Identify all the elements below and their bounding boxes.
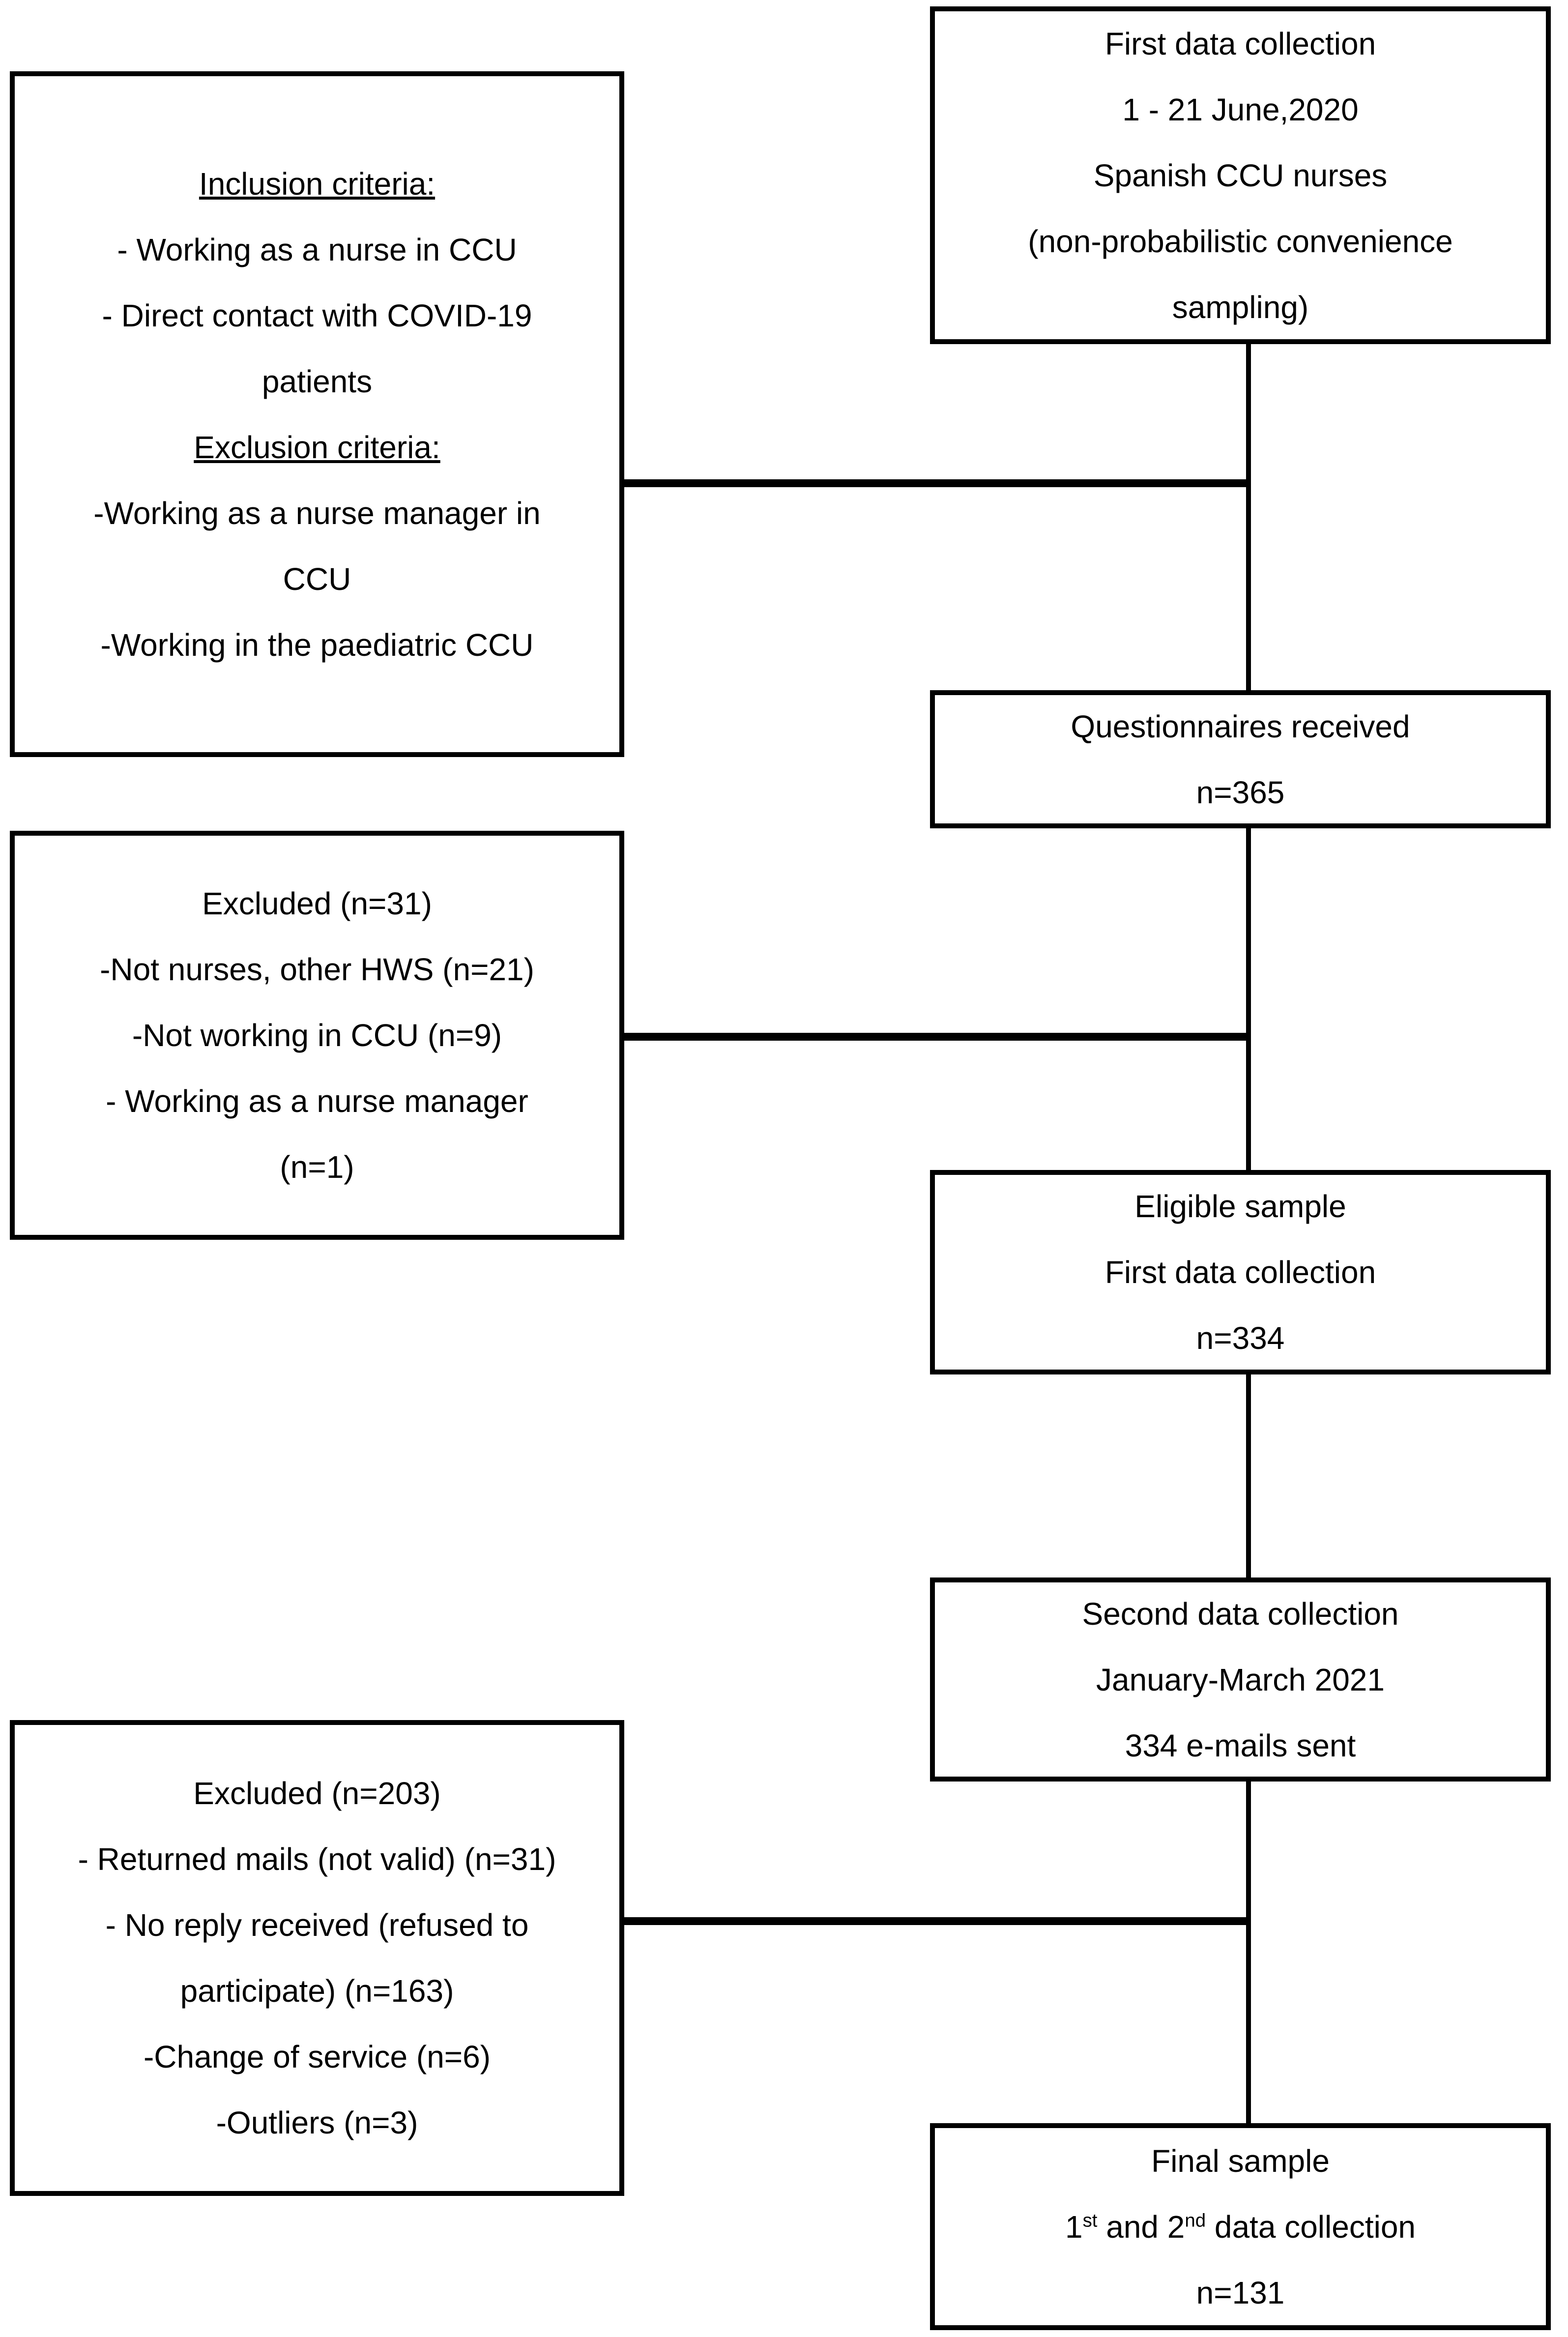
- inclusion-criteria-heading: Inclusion criteria:: [199, 166, 436, 202]
- criteria-line: - Working as a nurse in CCU: [117, 232, 517, 267]
- connector-questionnaires-to-eligible: [1246, 828, 1251, 1170]
- excluded-first-line: - Working as a nurse manager: [106, 1083, 528, 1119]
- excluded-first-line: -Not nurses, other HWS (n=21): [100, 952, 534, 987]
- connector-second-to-final: [1246, 1782, 1251, 2123]
- second-data-collection-heading: Second data collection: [1082, 1596, 1399, 1632]
- second-data-collection-box: Second data collection January-March 202…: [930, 1577, 1551, 1782]
- connector-excluded-second-branch: [624, 1917, 1249, 1925]
- first-data-collection-line: (non-probabilistic convenience: [1028, 223, 1453, 259]
- connector-eligible-to-second: [1246, 1374, 1251, 1577]
- eligible-sample-heading: Eligible sample: [1134, 1189, 1346, 1224]
- final-sample-heading: Final sample: [1151, 2143, 1330, 2179]
- excluded-second-box: Excluded (n=203) - Returned mails (not v…: [10, 1720, 624, 2196]
- excluded-first-line: (n=1): [280, 1149, 354, 1185]
- criteria-box: Inclusion criteria: - Working as a nurse…: [10, 71, 624, 757]
- excluded-second-line: participate) (n=163): [180, 1973, 454, 2009]
- first-data-collection-box: First data collection 1 - 21 June,2020 S…: [930, 6, 1551, 344]
- first-data-collection-line: sampling): [1172, 289, 1309, 325]
- excluded-second-line: - No reply received (refused to: [105, 1907, 529, 1943]
- excluded-first-box: Excluded (n=31) -Not nurses, other HWS (…: [10, 831, 624, 1240]
- eligible-sample-count: n=334: [1196, 1320, 1285, 1356]
- connector-criteria-branch: [624, 479, 1249, 487]
- questionnaires-received-count: n=365: [1196, 774, 1285, 810]
- excluded-second-line: -Change of service (n=6): [143, 2039, 491, 2074]
- excluded-second-line: -Outliers (n=3): [216, 2105, 418, 2140]
- first-data-collection-heading: First data collection: [1104, 26, 1376, 61]
- questionnaires-received-heading: Questionnaires received: [1071, 708, 1410, 744]
- first-data-collection-line: Spanish CCU nurses: [1093, 157, 1388, 193]
- ordinal-suffix: nd: [1185, 2210, 1206, 2231]
- second-data-collection-line: January-March 2021: [1096, 1662, 1385, 1697]
- criteria-line: - Direct contact with COVID-19: [102, 297, 532, 333]
- second-data-collection-line: 334 e-mails sent: [1125, 1727, 1356, 1763]
- questionnaires-received-box: Questionnaires received n=365: [930, 690, 1551, 828]
- final-sample-line: 1st and 2nd data collection: [1065, 2209, 1416, 2245]
- criteria-line: -Working as a nurse manager in: [93, 495, 541, 531]
- eligible-sample-line: First data collection: [1104, 1255, 1376, 1290]
- final-sample-count: n=131: [1196, 2275, 1285, 2310]
- excluded-second-line: - Returned mails (not valid) (n=31): [78, 1841, 556, 1877]
- exclusion-criteria-heading: Exclusion criteria:: [194, 429, 440, 465]
- criteria-line: CCU: [283, 561, 351, 597]
- excluded-second-heading: Excluded (n=203): [193, 1776, 441, 1811]
- eligible-sample-box: Eligible sample First data collection n=…: [930, 1170, 1551, 1374]
- criteria-line: patients: [261, 363, 373, 399]
- excluded-first-line: -Not working in CCU (n=9): [132, 1018, 502, 1053]
- excluded-first-heading: Excluded (n=31): [202, 886, 432, 921]
- first-data-collection-line: 1 - 21 June,2020: [1122, 91, 1359, 127]
- ordinal-suffix: st: [1082, 2210, 1098, 2231]
- criteria-line: -Working in the paediatric CCU: [100, 627, 534, 663]
- connector-excluded-first-branch: [624, 1033, 1249, 1041]
- final-sample-box: Final sample 1st and 2nd data collection…: [930, 2123, 1551, 2330]
- connector-first-to-questionnaires: [1246, 344, 1251, 690]
